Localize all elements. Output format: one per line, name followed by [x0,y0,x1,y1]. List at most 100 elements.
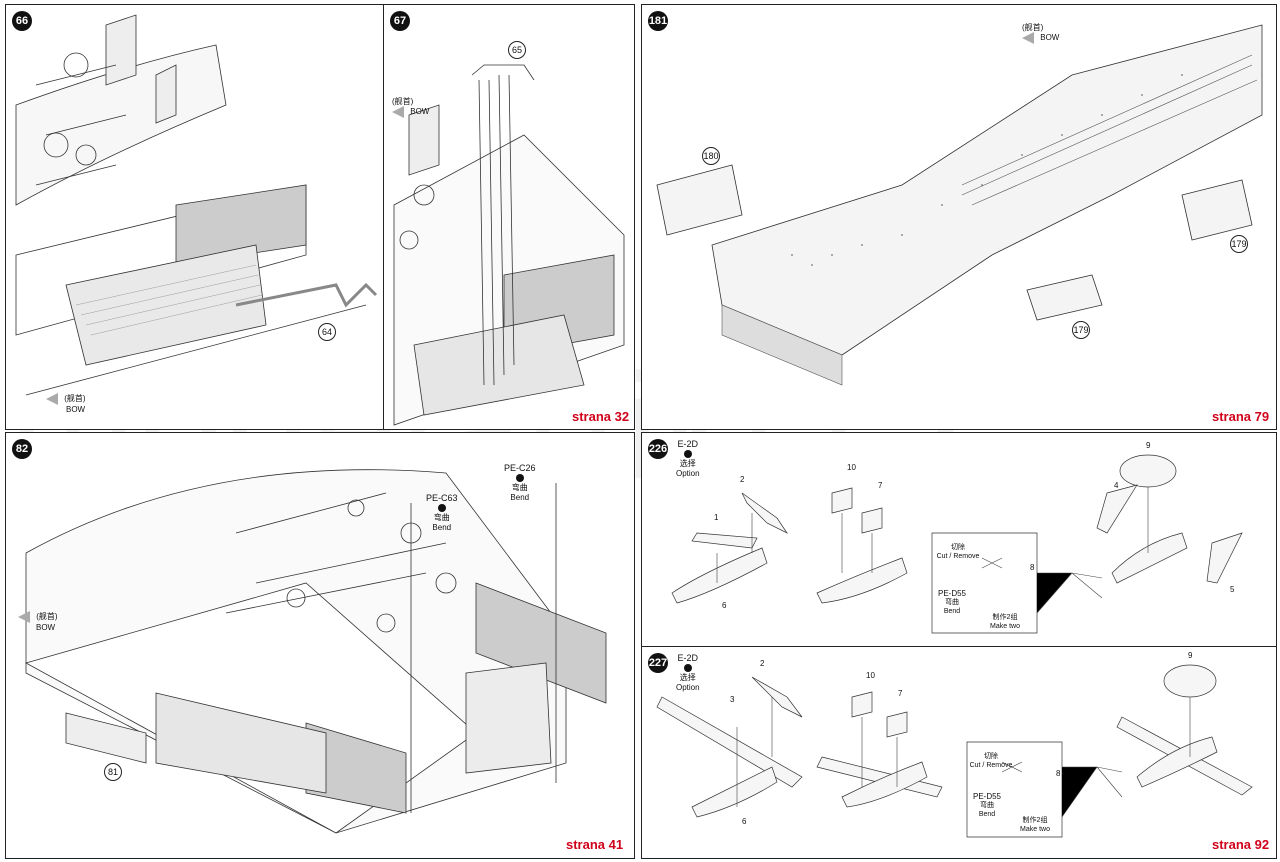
part-number: 10 [847,463,856,472]
step-number-badge: 181 [648,11,668,31]
step-66-drawing [15,14,378,396]
part-number: 8 [1030,563,1035,572]
instruction-inset: 切除 Cut / Remove PE-D55 弯曲 Bend 制作2组 Make… [932,533,1037,633]
cut-cn: 切除 [951,544,965,551]
variant-label: E-2D [677,439,699,449]
make-two-instruction: 制作2组 Make two [1011,816,1059,834]
part-number: 7 [898,689,903,698]
bow-direction-label: (舰首) BOW [392,97,429,118]
part-number: 2 [740,475,745,484]
part-callout: 179 [1072,321,1090,339]
bow-label-cn: (舰首) [64,394,86,404]
panel-step-227: 227 E-2D 选择 Option 2 3 6 10 7 9 8 切除 Cut… [641,646,1277,859]
arrow-left-icon [18,611,30,623]
pe-part-tag: PE-C26 弯曲 Bend [504,463,536,503]
pe-code: PE-D55 [972,792,1001,801]
pe-code: PE-C26 [504,463,536,473]
pe-code: PE-C63 [426,493,458,503]
part-callout: 180 [702,147,720,165]
cut-instruction: 切除 Cut / Remove [934,543,982,561]
cut-label: Cut / Remove [969,762,1013,769]
page-label: strana 92 [1212,837,1270,852]
make-label: Make two [990,623,1020,630]
step-227-drawing [656,664,1253,838]
arrow-left-icon [46,393,58,405]
bend-label: Bend [943,608,961,615]
pe-en: Bend [510,493,530,502]
part-number: 6 [742,817,747,826]
panel-step-66: 66 64 (舰首) BOW [5,4,385,430]
step-82-drawing [24,469,607,834]
part-number: 7 [878,481,883,490]
step-number-badge: 66 [12,11,32,31]
make-cn: 制作2组 [1022,817,1048,824]
bend-icon [515,474,524,482]
part-number: 3 [730,695,735,704]
bow-label: BOW [410,107,430,117]
step-181-drawing [656,24,1263,386]
pe-instruction: PE-D55 弯曲 Bend [967,792,1007,819]
cut-cn: 切除 [984,753,998,760]
part-number: 6 [722,601,727,610]
step-226-drawing [671,454,1243,634]
step-number-badge: 227 [648,653,668,673]
make-two-instruction: 制作2组 Make two [980,613,1030,631]
option-cn: 选择 [679,459,696,468]
make-label: Make two [1020,826,1050,833]
part-callout: 64 [318,323,336,341]
bow-direction-label: (舰首) BOW [46,393,86,414]
part-number: 9 [1146,441,1151,450]
pe-cn: 弯曲 [433,513,450,522]
part-callout: 179 [1230,235,1248,253]
part-number: 2 [760,659,765,668]
option-tag: E-2D 选择 Option [676,439,700,479]
bow-label-cn: (舰首) [392,97,414,106]
panel-step-67: 67 65 (舰首) BOW strana 32 [383,4,635,430]
bend-icon [437,504,446,512]
part-number: 1 [714,513,719,522]
part-number: 5 [1230,585,1235,594]
bow-direction-label: (舰首) BOW [18,611,58,632]
bend-cn: 弯曲 [980,802,994,809]
pe-instruction: PE-D55 弯曲 Bend [932,589,972,616]
bow-label: BOW [1040,33,1060,43]
option-icon [683,664,692,672]
panel-step-82: 82 81 (舰首) BOW PE-C63 弯曲 Bend PE-C26 弯曲 … [5,432,635,859]
option-tag: E-2D 选择 Option [676,653,700,693]
panel-step-181: 181 180 179 179 (舰首) BOW strana 79 [641,4,1277,430]
page-label: strana 32 [572,409,630,424]
make-cn: 制作2组 [992,614,1018,621]
step-67-drawing [393,64,625,426]
option-label: Option [676,469,700,478]
bow-label-cn: (舰首) [36,612,58,622]
cut-label: Cut / Remove [936,553,980,560]
pe-cn: 弯曲 [511,483,528,492]
part-callout: 65 [508,41,526,59]
option-cn: 选择 [679,673,696,682]
arrow-left-icon [1022,32,1034,44]
bend-cn: 弯曲 [945,599,959,606]
part-number: 4 [1114,481,1119,490]
bow-label: BOW [66,405,86,414]
pe-en: Bend [432,523,452,532]
bow-label-cn: (舰首) [1022,23,1044,32]
page-label: strana 41 [566,837,624,852]
part-number: 10 [866,671,875,680]
option-label: Option [676,683,700,692]
instruction-inset: 切除 Cut / Remove PE-D55 弯曲 Bend 制作2组 Make… [967,742,1062,837]
page-label: strana 79 [1212,409,1270,424]
step-number-badge: 82 [12,439,32,459]
part-callout: 81 [104,763,122,781]
variant-label: E-2D [677,653,699,663]
panel-step-226: 226 E-2D 选择 Option 2 1 6 10 7 9 4 5 8 切除… [641,432,1277,648]
option-icon [683,450,692,458]
pe-code: PE-D55 [937,589,966,598]
step-number-badge: 226 [648,439,668,459]
step-number-badge: 67 [390,11,410,31]
pe-part-tag: PE-C63 弯曲 Bend [426,493,458,533]
arrow-left-icon [392,106,404,118]
bow-label: BOW [36,623,56,632]
cut-instruction: 切除 Cut / Remove [969,752,1013,770]
bend-label: Bend [978,811,996,818]
part-number: 9 [1188,651,1193,660]
